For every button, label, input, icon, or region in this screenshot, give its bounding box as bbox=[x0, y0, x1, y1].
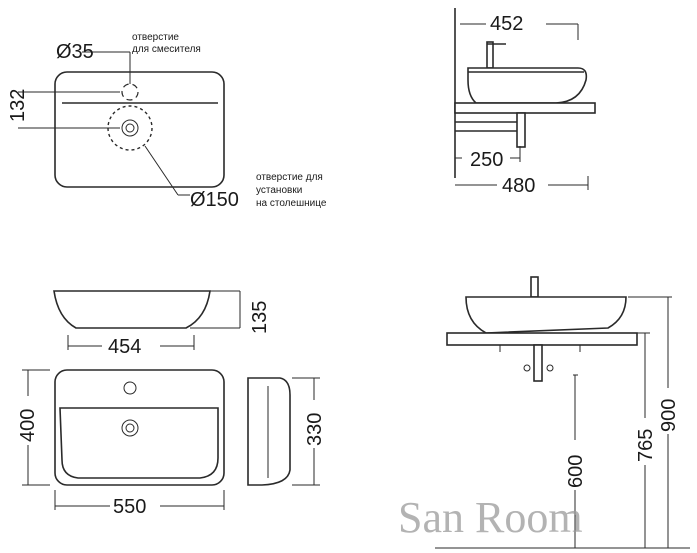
countertop-front bbox=[446, 332, 638, 346]
note-counter-1: отверстие для bbox=[256, 172, 323, 183]
drain-pipe bbox=[516, 112, 526, 148]
front-profile-view bbox=[53, 290, 241, 350]
basin-side bbox=[247, 377, 291, 486]
front-installation-view bbox=[435, 276, 690, 549]
dim-132: 132 bbox=[7, 89, 29, 122]
dim-765: 765 bbox=[635, 429, 657, 462]
drain-front bbox=[533, 344, 543, 382]
dim-480: 480 bbox=[502, 175, 535, 197]
note-mixer-2: для смесителя bbox=[132, 44, 201, 55]
countertop-section bbox=[454, 102, 596, 114]
water-supply-left bbox=[523, 364, 531, 372]
mixer-hole bbox=[121, 83, 139, 101]
tap-body bbox=[486, 41, 494, 69]
note-mixer-1: отверстие bbox=[132, 32, 179, 43]
dim-900: 900 bbox=[658, 399, 680, 432]
dim-135: 135 bbox=[249, 301, 271, 334]
dim-452: 452 bbox=[490, 13, 523, 35]
side-section-view bbox=[454, 8, 596, 190]
tap-front bbox=[530, 276, 539, 298]
basin-bowl-2 bbox=[59, 407, 219, 479]
watermark-text: San Room bbox=[398, 493, 583, 542]
dim-454: 454 bbox=[108, 336, 141, 358]
top-view-countertop bbox=[18, 51, 225, 196]
basin-outline bbox=[54, 71, 225, 188]
basin-section bbox=[467, 67, 588, 104]
dim-550: 550 bbox=[113, 496, 146, 518]
basin-front-install bbox=[465, 296, 627, 334]
note-counter-3: на столешнице bbox=[256, 198, 327, 209]
water-supply-right bbox=[546, 364, 554, 372]
dim-250: 250 bbox=[470, 149, 503, 171]
basin-front bbox=[53, 290, 211, 329]
leader-counter bbox=[144, 145, 179, 196]
dim-400: 400 bbox=[17, 409, 39, 442]
dim-600: 600 bbox=[565, 455, 587, 488]
top-view-standard bbox=[22, 369, 225, 510]
dim-mixer-hole: Ø35 bbox=[56, 41, 94, 63]
dim-counter-hole: Ø150 bbox=[190, 189, 239, 211]
drain-outer bbox=[121, 119, 139, 137]
drain-inner bbox=[125, 123, 135, 133]
drain-inner-2 bbox=[125, 423, 135, 433]
dim-330: 330 bbox=[304, 413, 326, 446]
side-profile-view bbox=[247, 377, 320, 486]
note-counter-2: установки bbox=[256, 185, 302, 196]
mixer-hole-2 bbox=[123, 381, 137, 395]
drain-outer-2 bbox=[121, 419, 139, 437]
basin-outline-2 bbox=[54, 369, 225, 486]
